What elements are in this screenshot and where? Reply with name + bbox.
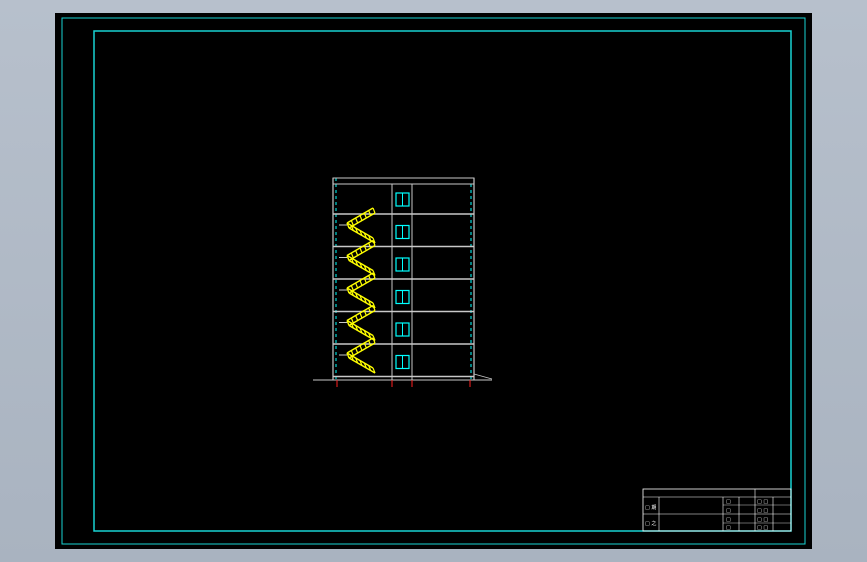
- title-right-1: □ □: [757, 499, 768, 505]
- title-right-4: □ □: [757, 525, 768, 531]
- stair-rail: [348, 212, 376, 229]
- stair-rail: [348, 227, 376, 244]
- stair-rail: [348, 357, 376, 374]
- stair-rail: [346, 272, 374, 289]
- stair-rail: [346, 254, 374, 272]
- drawing-viewport[interactable]: □ 期 □ 之 □ □ □ □ □ □ □ □ □ □ □ □: [55, 13, 812, 549]
- inner-frame: [93, 30, 792, 532]
- stair-rail: [346, 352, 374, 369]
- stair-rail: [346, 222, 374, 239]
- stair-rail: [346, 337, 374, 354]
- title-block: □ 期 □ 之 □ □ □ □ □ □ □ □ □ □ □ □: [642, 488, 792, 532]
- stair-rail: [348, 244, 376, 262]
- title-right-2: □ □: [757, 508, 768, 514]
- stair-rail: [346, 239, 374, 257]
- title-mid-3: □: [726, 517, 731, 523]
- title-right-3: □ □: [757, 517, 768, 523]
- outer-frame: [61, 17, 806, 545]
- stair-rail: [346, 304, 374, 322]
- building-elevation: [313, 177, 493, 387]
- roof-parapet: [332, 177, 475, 185]
- stair-rail: [348, 309, 376, 327]
- stair-rail: [348, 324, 376, 342]
- title-mid-4: □: [726, 525, 731, 531]
- title-mid-2: □: [726, 508, 731, 514]
- title-mid-1: □: [726, 499, 731, 505]
- stair-rail: [346, 287, 374, 304]
- stair-rail: [348, 277, 376, 294]
- ground-slope: [473, 373, 493, 380]
- cad-drawing: □ 期 □ 之 □ □ □ □ □ □ □ □ □ □ □ □: [61, 17, 806, 545]
- stair-rail: [346, 319, 374, 337]
- stair-rail: [348, 342, 376, 359]
- title-label-2: □ 之: [645, 520, 656, 527]
- stair-flight: [346, 272, 376, 294]
- stair-rail: [348, 292, 376, 309]
- title-label-1: □ 期: [645, 505, 656, 511]
- stair-rail: [346, 207, 374, 224]
- stair-rail: [348, 259, 376, 277]
- stair-flight: [346, 240, 376, 261]
